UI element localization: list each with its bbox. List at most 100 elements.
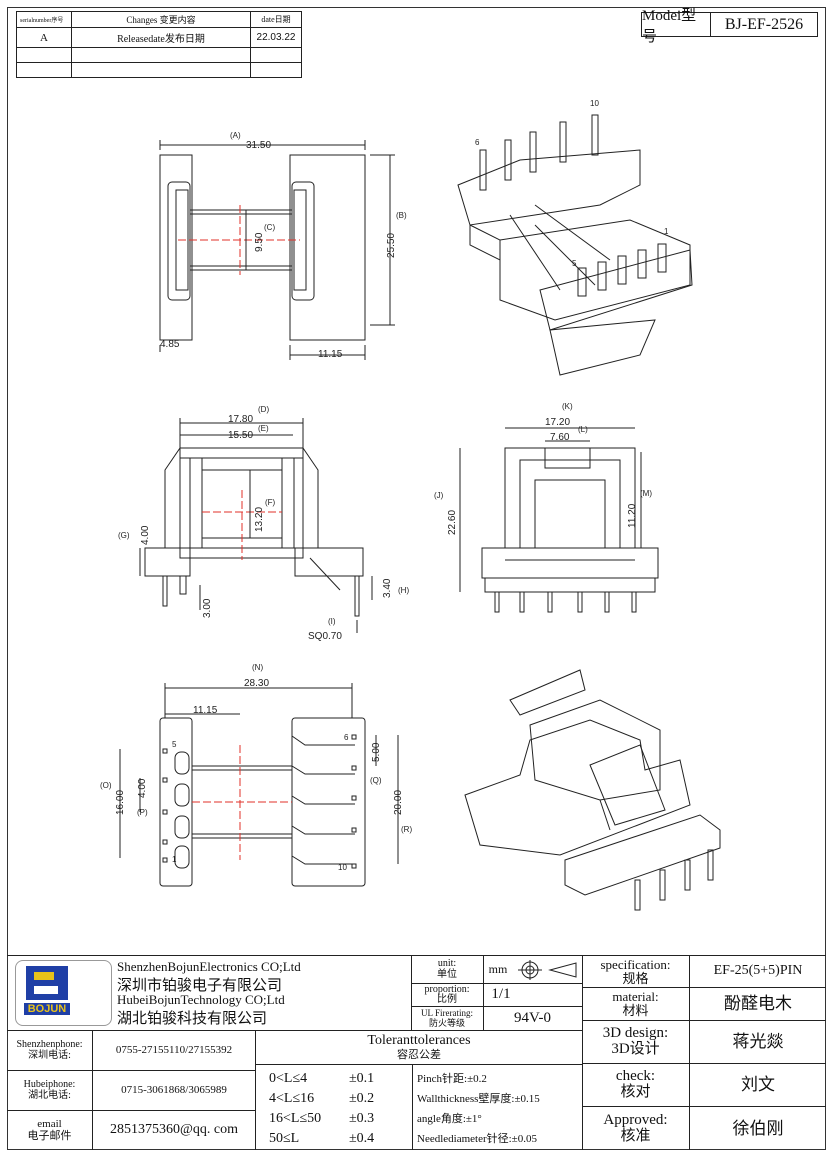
dim-q: 5.00	[371, 742, 382, 762]
dim-n-label: (N)	[252, 663, 263, 672]
dim-j-label: (J)	[434, 491, 444, 500]
ul-value: 94V-0	[514, 1009, 551, 1026]
spec-value: EF-25(5+5)PIN	[713, 963, 803, 979]
title-block: BOJUN ShenzhenBojunElectronics CO;Ltd 深圳…	[7, 955, 826, 1150]
hb-phone-label: Hubeiphone: 湖北电话:	[23, 1079, 76, 1101]
dim-g: 4.00	[140, 525, 151, 545]
dim-e-label: (E)	[258, 424, 269, 433]
design-value: 蒋光燚	[732, 1032, 784, 1052]
model-value: BJ-EF-2526	[724, 15, 804, 33]
dim-pin-height: 3.00	[202, 598, 213, 618]
dim-h: 3.40	[382, 578, 393, 598]
iso-view-top	[457, 114, 693, 376]
design-label: 3D design: 3D设计	[602, 1025, 669, 1057]
company-en-1: ShenzhenBojunElectronics CO;Ltd	[117, 959, 301, 974]
dim-e: 15.50	[228, 430, 253, 441]
dim-p-label: (P)	[137, 808, 148, 817]
bottom-view	[119, 683, 399, 887]
dim-a: 31.50	[246, 140, 271, 151]
dim-f-label: (F)	[265, 498, 276, 507]
dim-h-label: (H)	[398, 586, 409, 595]
bottom-pin-6: 6	[344, 733, 349, 742]
tolerance-row: 0<L≤4±0.1	[269, 1071, 375, 1086]
dim-q-label: (Q)	[370, 776, 382, 785]
dim-f: 13.20	[254, 507, 265, 532]
check-value: 刘文	[741, 1075, 775, 1095]
dim-o: 16.00	[115, 790, 126, 815]
bottom-pin-10: 10	[338, 863, 347, 872]
iso-pin-6: 6	[475, 138, 480, 147]
tolerance-table: 0<L≤4±0.1 4<L≤16±0.2 16<L≤50±0.3 50≤L±0.…	[269, 1069, 409, 1149]
ul-label: UL Firerating: 防火等级	[421, 1008, 473, 1028]
top-view	[159, 140, 395, 360]
tolerance-title: Toleranttolerances	[367, 1032, 471, 1048]
iso-view-bottom	[464, 669, 721, 911]
dim-k: 17.20	[545, 417, 570, 428]
dim-o-label: (O)	[100, 781, 112, 790]
bottom-pin-5: 5	[172, 740, 177, 749]
iso-pin-1: 1	[664, 227, 669, 236]
material-value: 酚醛电木	[724, 994, 792, 1014]
spec-label: specification: 规格	[600, 956, 671, 986]
side-view	[459, 427, 659, 613]
note-wall: Wallthickness壁厚度:±0.15	[417, 1093, 540, 1105]
dim-m: 11.20	[627, 503, 638, 528]
note-needle: Needlediameter针径:±0.05	[417, 1133, 537, 1145]
email: 2851375360@qq. com	[110, 1122, 238, 1138]
unit-label: unit: 单位	[437, 958, 457, 980]
dim-d: 17.80	[228, 414, 253, 425]
top-view-labels: (A) 31.50 (B) 25.50 (C) 9.50 4.85 11.15	[160, 131, 407, 360]
approved-value: 徐伯刚	[732, 1118, 784, 1138]
dim-a-label: (A)	[230, 131, 241, 140]
sz-phone: 0755-27155110/27155392	[115, 1043, 233, 1056]
note-angle: angle角度:±1°	[417, 1113, 482, 1125]
dim-l-label: (L)	[578, 425, 588, 434]
rev-empty	[250, 62, 302, 78]
iso-pin-10: 10	[590, 99, 599, 108]
bottom-pin-1: 1	[172, 855, 177, 864]
drawing-frame	[7, 7, 826, 1150]
projection-symbol-icon	[514, 960, 582, 980]
proportion-label: proportion: 比例	[424, 983, 470, 1005]
approved-label: Approved: 核准	[603, 1111, 668, 1144]
company-cn-2: 湖北铂骏科技有限公司	[117, 1011, 268, 1027]
dim-r-label: (R)	[401, 825, 412, 834]
hb-phone: 0715-3061868/3065989	[121, 1083, 227, 1096]
technical-drawing: (A) 31.50 (B) 25.50 (C) 9.50 4.85 11.15 …	[100, 99, 721, 911]
dim-i: SQ0.70	[308, 631, 342, 642]
dim-r: 20.00	[393, 790, 404, 815]
company-en-2: HubeiBojunTechnology CO;Ltd	[117, 992, 285, 1007]
tolerance-row: 16<L≤50±0.3	[269, 1111, 375, 1126]
logo-frame: BOJUN	[15, 960, 112, 1026]
proportion-value: 1/1	[491, 986, 511, 1003]
tolerance-row: 50≤L±0.4	[269, 1131, 375, 1146]
material-label: material: 材料	[612, 989, 659, 1018]
dim-j: 22.60	[447, 510, 458, 535]
tolerance-subtitle: 容忍公差	[397, 1049, 441, 1062]
company-cn-1: 深圳市铂骏电子有限公司	[117, 978, 283, 994]
dim-c-label: (C)	[264, 223, 275, 232]
dim-i-label: (I)	[328, 617, 336, 626]
iso-pin-5: 5	[572, 259, 577, 268]
dim-n: 28.30	[244, 678, 269, 689]
sz-phone-label: Shenzhenphone: 深圳电话:	[16, 1039, 83, 1061]
dim-offset: 11.15	[193, 705, 218, 716]
dim-d-label: (D)	[258, 405, 269, 414]
dim-m-label: (M)	[640, 489, 652, 498]
dim-b-label: (B)	[396, 211, 407, 220]
unit-value: mm	[488, 962, 508, 977]
dim-g-label: (G)	[118, 531, 130, 540]
dim-left-width: 4.85	[160, 339, 180, 350]
front-view	[139, 418, 373, 633]
dim-c: 9.50	[254, 232, 265, 252]
dim-b: 25.50	[386, 233, 397, 258]
email-label: email 电子邮件	[27, 1117, 72, 1142]
dim-k-label: (K)	[562, 402, 573, 411]
dim-p: 4.00	[137, 778, 148, 798]
logo-text: BOJUN	[24, 1003, 70, 1015]
model-box: Modei型号 BJ-EF-2526	[641, 8, 818, 45]
revision-table: serialnumber序号 Changes 变更内容 date日期 A Rel…	[16, 11, 302, 78]
tolerance-row: 4<L≤16±0.2	[269, 1091, 375, 1106]
dim-bottom-width: 11.15	[318, 349, 343, 360]
note-pinch: Pinch针距:±0.2	[417, 1073, 487, 1085]
